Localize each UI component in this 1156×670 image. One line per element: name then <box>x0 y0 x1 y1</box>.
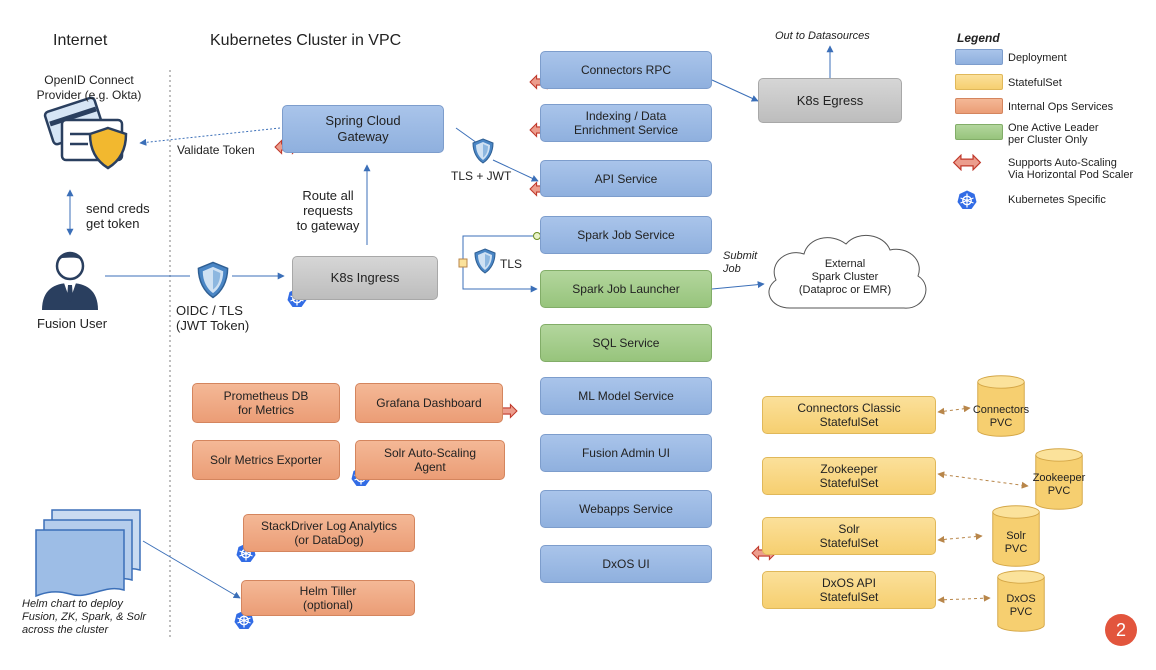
fusion-user-label: Fusion User <box>37 316 108 331</box>
page-number-badge: 2 <box>1105 614 1137 646</box>
edge-rpc-to-egress <box>711 79 759 102</box>
grafana-dashboard-box: Grafana Dashboard <box>355 383 503 423</box>
legend-statefulset-label: StatefulSet <box>1008 77 1062 89</box>
connectors-rpc-box: Connectors RPC <box>540 51 712 89</box>
connectors-pvc-label: Connectors PVC <box>972 404 1030 429</box>
legend-active-leader-label: One Active Leader per Cluster Only <box>1008 122 1099 146</box>
zookeeper-pvc-label: Zookeeper PVC <box>1032 472 1086 497</box>
tls-jwt-label: TLS + JWT <box>451 169 512 183</box>
spring-cloud-gateway-box: Spring Cloud Gateway <box>282 105 444 153</box>
legend-autoscaling-label: Supports Auto-Scaling Via Horizontal Pod… <box>1008 157 1134 181</box>
helm-charts-icon <box>35 509 141 598</box>
stackdriver-box: StackDriver Log Analytics (or DataDog) <box>243 514 415 552</box>
webapps-service-box: Webapps Service <box>540 490 712 528</box>
legend-deployment-label: Deployment <box>1008 52 1067 64</box>
prometheus-db-box: Prometheus DB for Metrics <box>192 383 340 423</box>
solr-pvc-label: Solr PVC <box>1004 530 1028 555</box>
tls-label: TLS <box>500 257 523 271</box>
legend-internal-ops-label: Internal Ops Services <box>1008 101 1114 113</box>
cluster-heading: Kubernetes Cluster in VPC <box>210 32 402 49</box>
dxos-pvc-label: DxOS PVC <box>1006 593 1036 618</box>
edge-gateway-to-openid <box>139 127 281 146</box>
send-creds-label: send creds get token <box>86 201 150 231</box>
sql-service-box: SQL Service <box>540 324 712 362</box>
legend-deployment-swatch <box>955 49 1003 65</box>
edge-helm-to-tiller <box>142 540 241 599</box>
autoscale-arrow-icon <box>952 154 982 171</box>
legend-internal-ops-swatch <box>955 98 1003 114</box>
shield-icon <box>472 138 494 164</box>
solr-autoscaling-agent-box: Solr Auto-Scaling Agent <box>355 440 505 480</box>
out-to-datasources-label: Out to Datasources <box>775 30 870 42</box>
shield-icon <box>474 248 496 274</box>
k8s-ingress-box: K8s Ingress <box>292 256 438 300</box>
edge-solr-pvc <box>937 533 983 543</box>
legend-title: Legend <box>957 31 1000 45</box>
edge-dxos-pvc <box>937 594 991 604</box>
edge-launcher-to-spark <box>711 281 765 290</box>
zookeeper-box: Zookeeper StatefulSet <box>762 457 936 495</box>
submit-job-label: Submit Job <box>723 250 758 275</box>
cloud-icon <box>768 235 927 309</box>
solr-box: Solr StatefulSet <box>762 517 936 555</box>
shield-icon <box>197 261 229 299</box>
internet-heading: Internet <box>53 32 108 49</box>
api-service-box: API Service <box>540 160 712 197</box>
ml-model-service-box: ML Model Service <box>540 377 712 415</box>
indexing-service-box: Indexing / Data Enrichment Service <box>540 104 712 142</box>
edge-gateway-to-api <box>455 127 538 181</box>
legend-statefulset-swatch <box>955 74 1003 90</box>
edge-zookeeper-pvc <box>937 471 1029 489</box>
oidc-tls-label: OIDC / TLS (JWT Token) <box>176 303 250 333</box>
validate-token-label: Validate Token <box>177 143 255 157</box>
fusion-admin-ui-box: Fusion Admin UI <box>540 434 712 472</box>
user-icon <box>42 251 98 310</box>
openid-provider-label: OpenID Connect Provider (e.g. Okta) <box>36 73 142 102</box>
edge-connectors-pvc <box>937 405 971 415</box>
kubernetes-icon <box>957 190 977 210</box>
spark-job-launcher-box: Spark Job Launcher <box>540 270 712 308</box>
solr-metrics-exporter-box: Solr Metrics Exporter <box>192 440 340 480</box>
external-spark-label: External Spark Cluster (Dataproc or EMR) <box>798 258 892 296</box>
helm-tiller-box: Helm Tiller (optional) <box>241 580 415 616</box>
legend-active-leader-swatch <box>955 124 1003 140</box>
k8s-egress-box: K8s Egress <box>758 78 902 123</box>
connectors-classic-box: Connectors Classic StatefulSet <box>762 396 936 434</box>
helm-chart-label: Helm chart to deploy Fusion, ZK, Spark, … <box>22 598 147 636</box>
spark-job-service-box: Spark Job Service <box>540 216 712 254</box>
route-all-label: Route all requests to gateway <box>296 188 360 233</box>
legend-k8s-specific-label: Kubernetes Specific <box>1008 194 1106 206</box>
openid-card-shield-icon <box>43 96 128 170</box>
dxos-api-box: DxOS API StatefulSet <box>762 571 936 609</box>
dxos-ui-box: DxOS UI <box>540 545 712 583</box>
tls-junction <box>458 258 468 268</box>
